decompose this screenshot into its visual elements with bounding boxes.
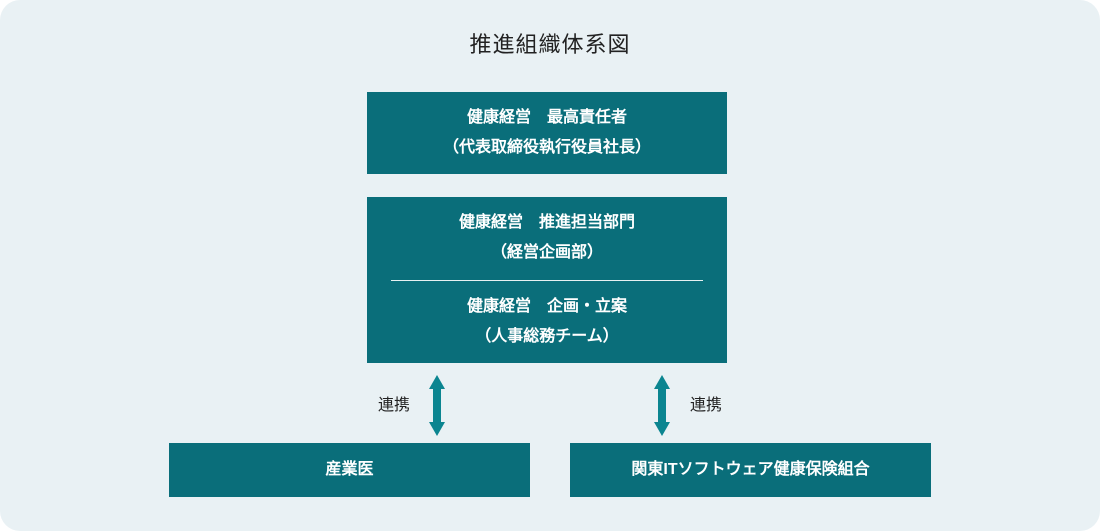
org-box-occupational-physician: 産業医	[169, 443, 530, 497]
org-box-line: 健康経営 企画・立案	[466, 297, 627, 315]
section-divider	[391, 279, 703, 281]
cooperation-label-right: 連携	[690, 397, 723, 414]
org-box-line: 健康経営 推進担当部門	[458, 214, 635, 232]
org-box-upper-section: 健康経営 推進担当部門 （経営企画部）	[367, 197, 727, 280]
org-box-line: （人事総務チーム）	[475, 327, 619, 345]
cooperation-label-left: 連携	[378, 397, 411, 414]
org-box-line: 関東ITソフトウェア健康保険組合	[631, 461, 870, 478]
org-box-line: 産業医	[325, 461, 374, 478]
org-box-lower-section: 健康経営 企画・立案 （人事総務チーム）	[367, 281, 727, 364]
page-title: 推進組織体系図	[469, 32, 631, 57]
org-box-line: （経営企画部）	[490, 244, 603, 262]
org-box-line: （代表取締役執行役員社長）	[442, 139, 651, 156]
double-arrow-icon	[429, 375, 445, 436]
double-arrow-icon	[654, 375, 670, 436]
org-box-line: 健康経営 最高責任者	[466, 109, 627, 126]
org-box-health-insurance-association: 関東ITソフトウェア健康保険組合	[570, 443, 931, 497]
org-box-promotion-department: 健康経営 推進担当部門 （経営企画部） 健康経営 企画・立案 （人事総務チーム）	[367, 197, 727, 363]
org-box-chief-executive: 健康経営 最高責任者 （代表取締役執行役員社長）	[367, 92, 727, 174]
